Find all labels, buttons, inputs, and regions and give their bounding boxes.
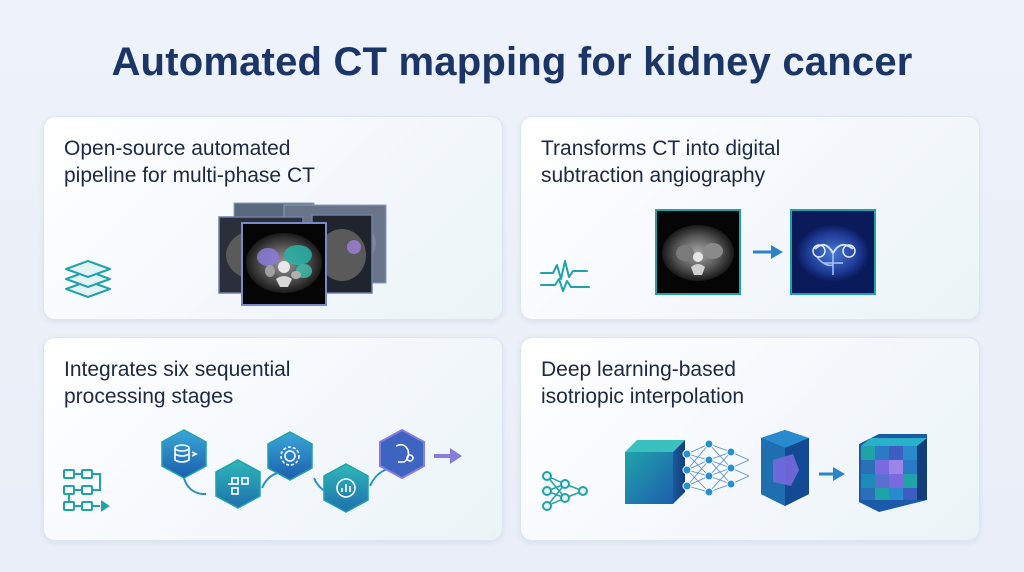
card-title: Integrates six sequential processing sta… — [64, 358, 291, 408]
stage-1-hex — [161, 429, 207, 479]
interpolation-diagram — [625, 430, 927, 512]
pipeline-stages-diagram — [161, 428, 462, 513]
stage-3-hex — [267, 431, 313, 481]
page-title: Automated CT mapping for kidney cancer — [111, 40, 913, 84]
neural-network-icon — [542, 471, 588, 511]
card-title: Transforms CT into digital subtraction a… — [541, 137, 781, 187]
layers-icon — [65, 260, 111, 298]
card-subtraction-angiography: Transforms CT into digital subtraction a… — [520, 116, 980, 320]
stage-5-hex — [379, 428, 425, 480]
card-title: Open-source automated pipeline for multi… — [64, 137, 315, 187]
waveform-icon — [540, 260, 590, 292]
card-interpolation: Deep learning-based isotriopic interpola… — [520, 337, 980, 541]
card-six-stages: Integrates six sequential processing sta… — [43, 337, 503, 541]
ct-stack-image — [218, 202, 387, 306]
card-multi-phase-ct: Open-source automated pipeline for multi… — [43, 116, 503, 320]
ct-to-dsa-image — [655, 209, 876, 295]
flowchart-icon — [63, 469, 110, 512]
card-title: Deep learning-based isotriopic interpola… — [541, 358, 745, 408]
